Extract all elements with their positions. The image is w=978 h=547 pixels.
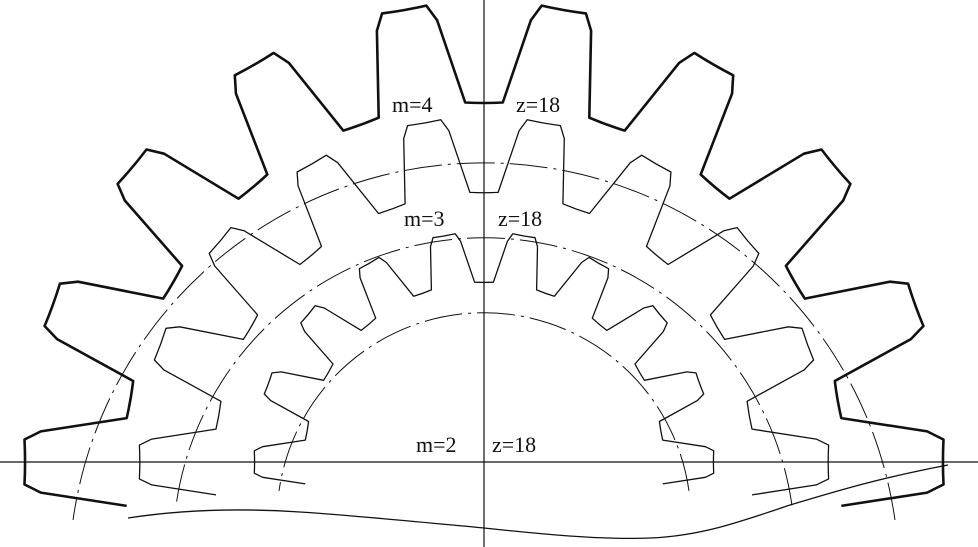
break-line <box>127 464 949 540</box>
gear-medium-teeth-label: z=18 <box>498 206 542 231</box>
gear-large-teeth-label: z=18 <box>516 92 560 117</box>
gear-medium-module-label: m=3 <box>404 206 445 231</box>
gear-small-teeth-label: z=18 <box>492 432 536 457</box>
gear-small-module-label: m=2 <box>416 432 457 457</box>
gear-large-module-label: m=4 <box>392 92 433 117</box>
